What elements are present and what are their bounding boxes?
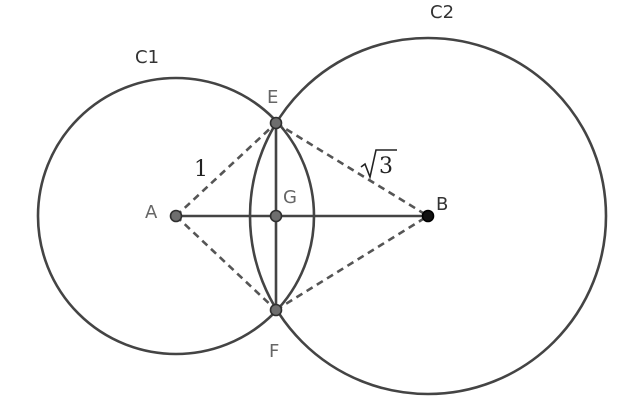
label-f: F bbox=[269, 341, 279, 362]
point-b-marker bbox=[421, 209, 435, 223]
label-e: E bbox=[267, 87, 278, 108]
point-a-marker bbox=[169, 209, 183, 223]
label-length-ae: 1 bbox=[194, 157, 208, 182]
point-e-marker bbox=[269, 116, 283, 130]
label-c2: C2 bbox=[430, 2, 454, 23]
label-b: B bbox=[436, 194, 448, 215]
label-a: A bbox=[145, 202, 158, 223]
label-g: G bbox=[283, 187, 297, 208]
radical-sign-icon bbox=[360, 149, 397, 180]
point-g-marker bbox=[269, 209, 283, 223]
label-length-eb-sqrt: 3 bbox=[360, 149, 397, 180]
label-c1: C1 bbox=[135, 47, 159, 68]
point-f-marker bbox=[269, 303, 283, 317]
label-length-eb-radicand: 3 bbox=[379, 154, 393, 179]
dashed-segment-ae bbox=[175, 122, 277, 217]
dashed-segment-fb bbox=[275, 214, 429, 312]
dashed-segment-eb bbox=[275, 121, 429, 218]
dashed-segment-af bbox=[175, 215, 277, 311]
